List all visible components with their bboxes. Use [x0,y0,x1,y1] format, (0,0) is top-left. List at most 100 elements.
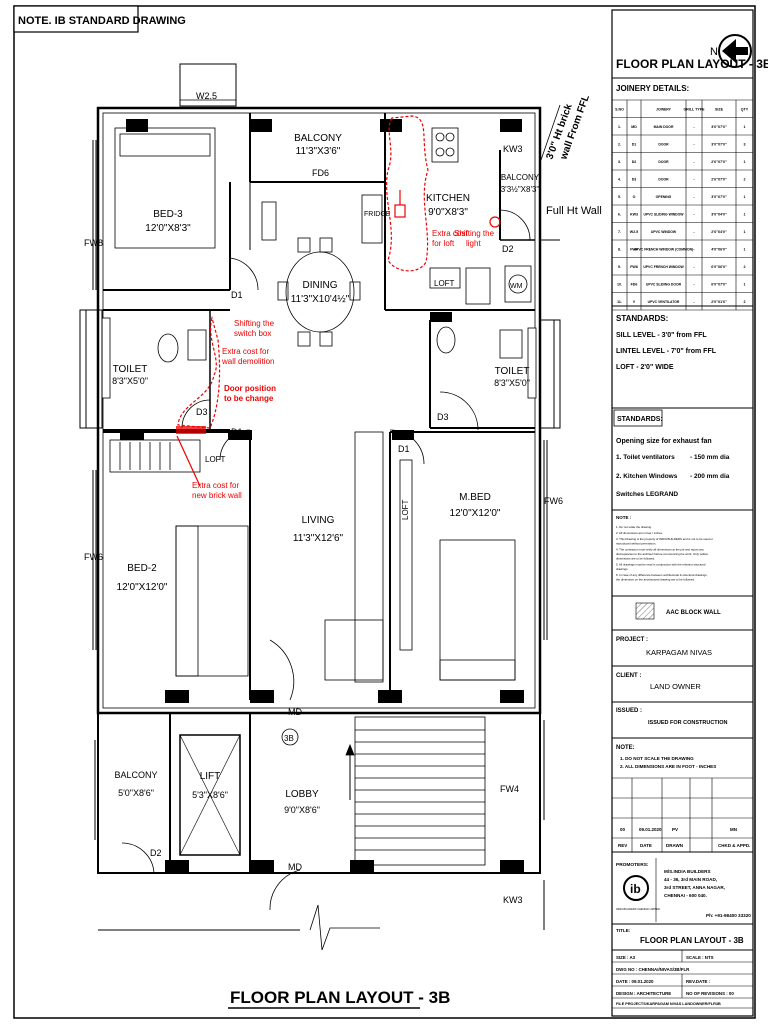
room-toilet-left-dim: 8'3"X5'0" [112,376,148,386]
room-lobby-dim: 9'0"X8'6" [284,805,320,815]
joinery-cell: FW8 [630,265,638,269]
joinery-cell: 6'0"X7'0" [711,282,727,286]
right-toilet-vent [527,327,537,399]
tag-fw8-left: FW8 [84,238,103,248]
sofa [354,431,384,683]
joinery-cell: 1 [744,282,746,286]
tag-d3-left: D3 [196,407,208,417]
project-value: KARPAGAM NIVAS [646,648,712,657]
joinery-cell: 1 [744,247,746,251]
annot-shift-switch-1: Shifting the [234,319,275,328]
washing-machine [504,265,532,303]
joinery-cell: 5. [618,195,621,199]
joinery-cell: 6'0"X6'0" [711,265,727,269]
joinery-header-cell: JOINERY [656,107,671,111]
floor-plan [79,63,561,951]
outer-wall [96,106,542,715]
tag-md-top: MD [288,707,302,717]
promoter-phone: Ph: +91-98400 33320 [706,913,751,918]
note2-label: NOTE: [616,745,635,751]
note-line: 2. All dimensions are in feet / inches. [616,531,663,535]
joinery-cell: 2 [744,177,746,181]
joinery-cell: 9. [618,265,621,269]
room-bed3-name: BED-3 [153,209,183,220]
legend-title: FLOOR PLAN LAYOUT - 3B [616,57,768,71]
window-w25-bay [179,63,237,107]
tag-unit: 3B [284,734,294,743]
drawing-title: FLOOR PLAN LAYOUT - 3B [230,988,450,1007]
standards-title: STANDARDS: [616,314,668,323]
joinery-cell: 1 [744,195,746,199]
room-balcony-bottom-dim: 5'0"X8'6" [118,788,154,798]
revision-text: 00 09.01.2020 PV MN REV DATE DRAWN CHKD … [618,827,750,848]
rev-head-checked: CHKD & APPD. [718,843,750,848]
file-path: FILE PROJECTS/KARPAGAM NIVAS LANDOWNER/F… [616,1002,721,1006]
standard-1: LINTEL LEVEL - 7'0" from FFL [616,348,717,355]
joinery-cell: UPVC FRENCH WINDOW [643,265,684,269]
promoter-addr-2: 3rd STREET, ANNA NAGAR, [664,885,725,890]
tag-fw6-right: FW6 [544,496,563,506]
full-ht-wall-label: Full Ht Wall [546,205,602,217]
promoters-label: PROMOTERS: [616,862,649,868]
room-toilet-right-name: TOILET [495,366,530,377]
fan-row-1-label: 2. Kitchen Windows [616,473,678,480]
switches-note: Switches LEGRAND [616,491,678,498]
joinery-cell: UPVC SLIDING WINDOW [644,212,685,216]
joinery-cell: 1 [744,230,746,234]
joinery-cell: 2'6"X7'0" [711,160,727,164]
joinery-cell: 2 [744,300,746,304]
joinery-cell: 2 [744,265,746,269]
right-wc [436,326,456,354]
note2-0: 1. DO NOT SCALE THE DRAWING [620,756,694,761]
joinery-cell: 7. [618,230,621,234]
promoter-addr-0: M/S.INDIA BUILDERS [664,869,711,874]
height-note: 3'0" Ht brick wall From FFL [544,94,592,162]
standard-2: LOFT - 2'0" WIDE [616,364,674,371]
rev-head-drawn: DRAWN [666,843,683,848]
joinery-cell: DOOR [658,177,669,181]
title-block-title: FLOOR PLAN LAYOUT - 3B [640,936,744,945]
joinery-cell: - [693,125,695,129]
revision-grid [612,777,753,853]
joinery-cell: 3. [618,160,621,164]
joinery-cell: W2.5 [630,230,638,234]
joinery-cell: - [693,195,695,199]
scale-label: SCALE : NTS [686,955,714,960]
client-value: LAND OWNER [650,682,701,691]
note-line: discrepancies to the architect before co… [616,552,709,556]
note-box-text: NOTE. IB STANDARD DRAWING [18,15,186,27]
rev-head-date: DATE [640,843,652,848]
notes-block: 1. Do not scale the drawing.2. All dimen… [616,525,713,582]
lift-shaft [179,734,241,856]
furniture [101,127,537,683]
joinery-cell: FW4 [630,247,638,251]
tag-fd6: FD6 [312,168,329,178]
joinery-cell: 1 [744,160,746,164]
joinery-cell: FD6 [631,282,638,286]
title-fields: SIZE : A3 SCALE : NTS DWG NO : CHENNAI/N… [616,955,734,1006]
annot-shift-light-2: light [466,239,481,248]
north-label: N [710,46,718,58]
joinery-header-cell: GRILL TYPE [683,107,705,111]
joinery-title: JOINERY DETAILS: [616,84,689,93]
joinery-cell: - [693,160,695,164]
promoter-addr-3: CHENNAI - 600 040. [664,893,707,898]
kitchen-sink [465,267,491,305]
rev-date-label: REV.DATE : [686,979,711,984]
note-line: 4. The contractor must verify all dimens… [616,548,704,552]
dining-table [285,251,355,333]
fan-title: Opening size for exhaust fan [616,438,712,445]
joinery-cell: 1 [744,212,746,216]
annot-shift-light-1: Shifting the [454,229,495,238]
joinery-cell: UPVC FRENCH WINDOW (COMMON) [634,247,693,251]
note-line: reproduced without permission. [616,542,656,546]
dwg-no: DWG NO : CHENNAI/NIVAS/3B/FLR [616,967,690,972]
tag-loft-mbed: LOFT [401,499,410,520]
room-dining-name: DINING [303,280,338,291]
promoter-tag: INDIA BUILDERS CHENNAI LIMITED [616,907,660,911]
bed2-bed [175,525,249,677]
joinery-header-cell: QTY [741,107,749,111]
sheet-border [13,5,756,1019]
room-living-dim: 11'3"X12'6" [293,533,344,544]
